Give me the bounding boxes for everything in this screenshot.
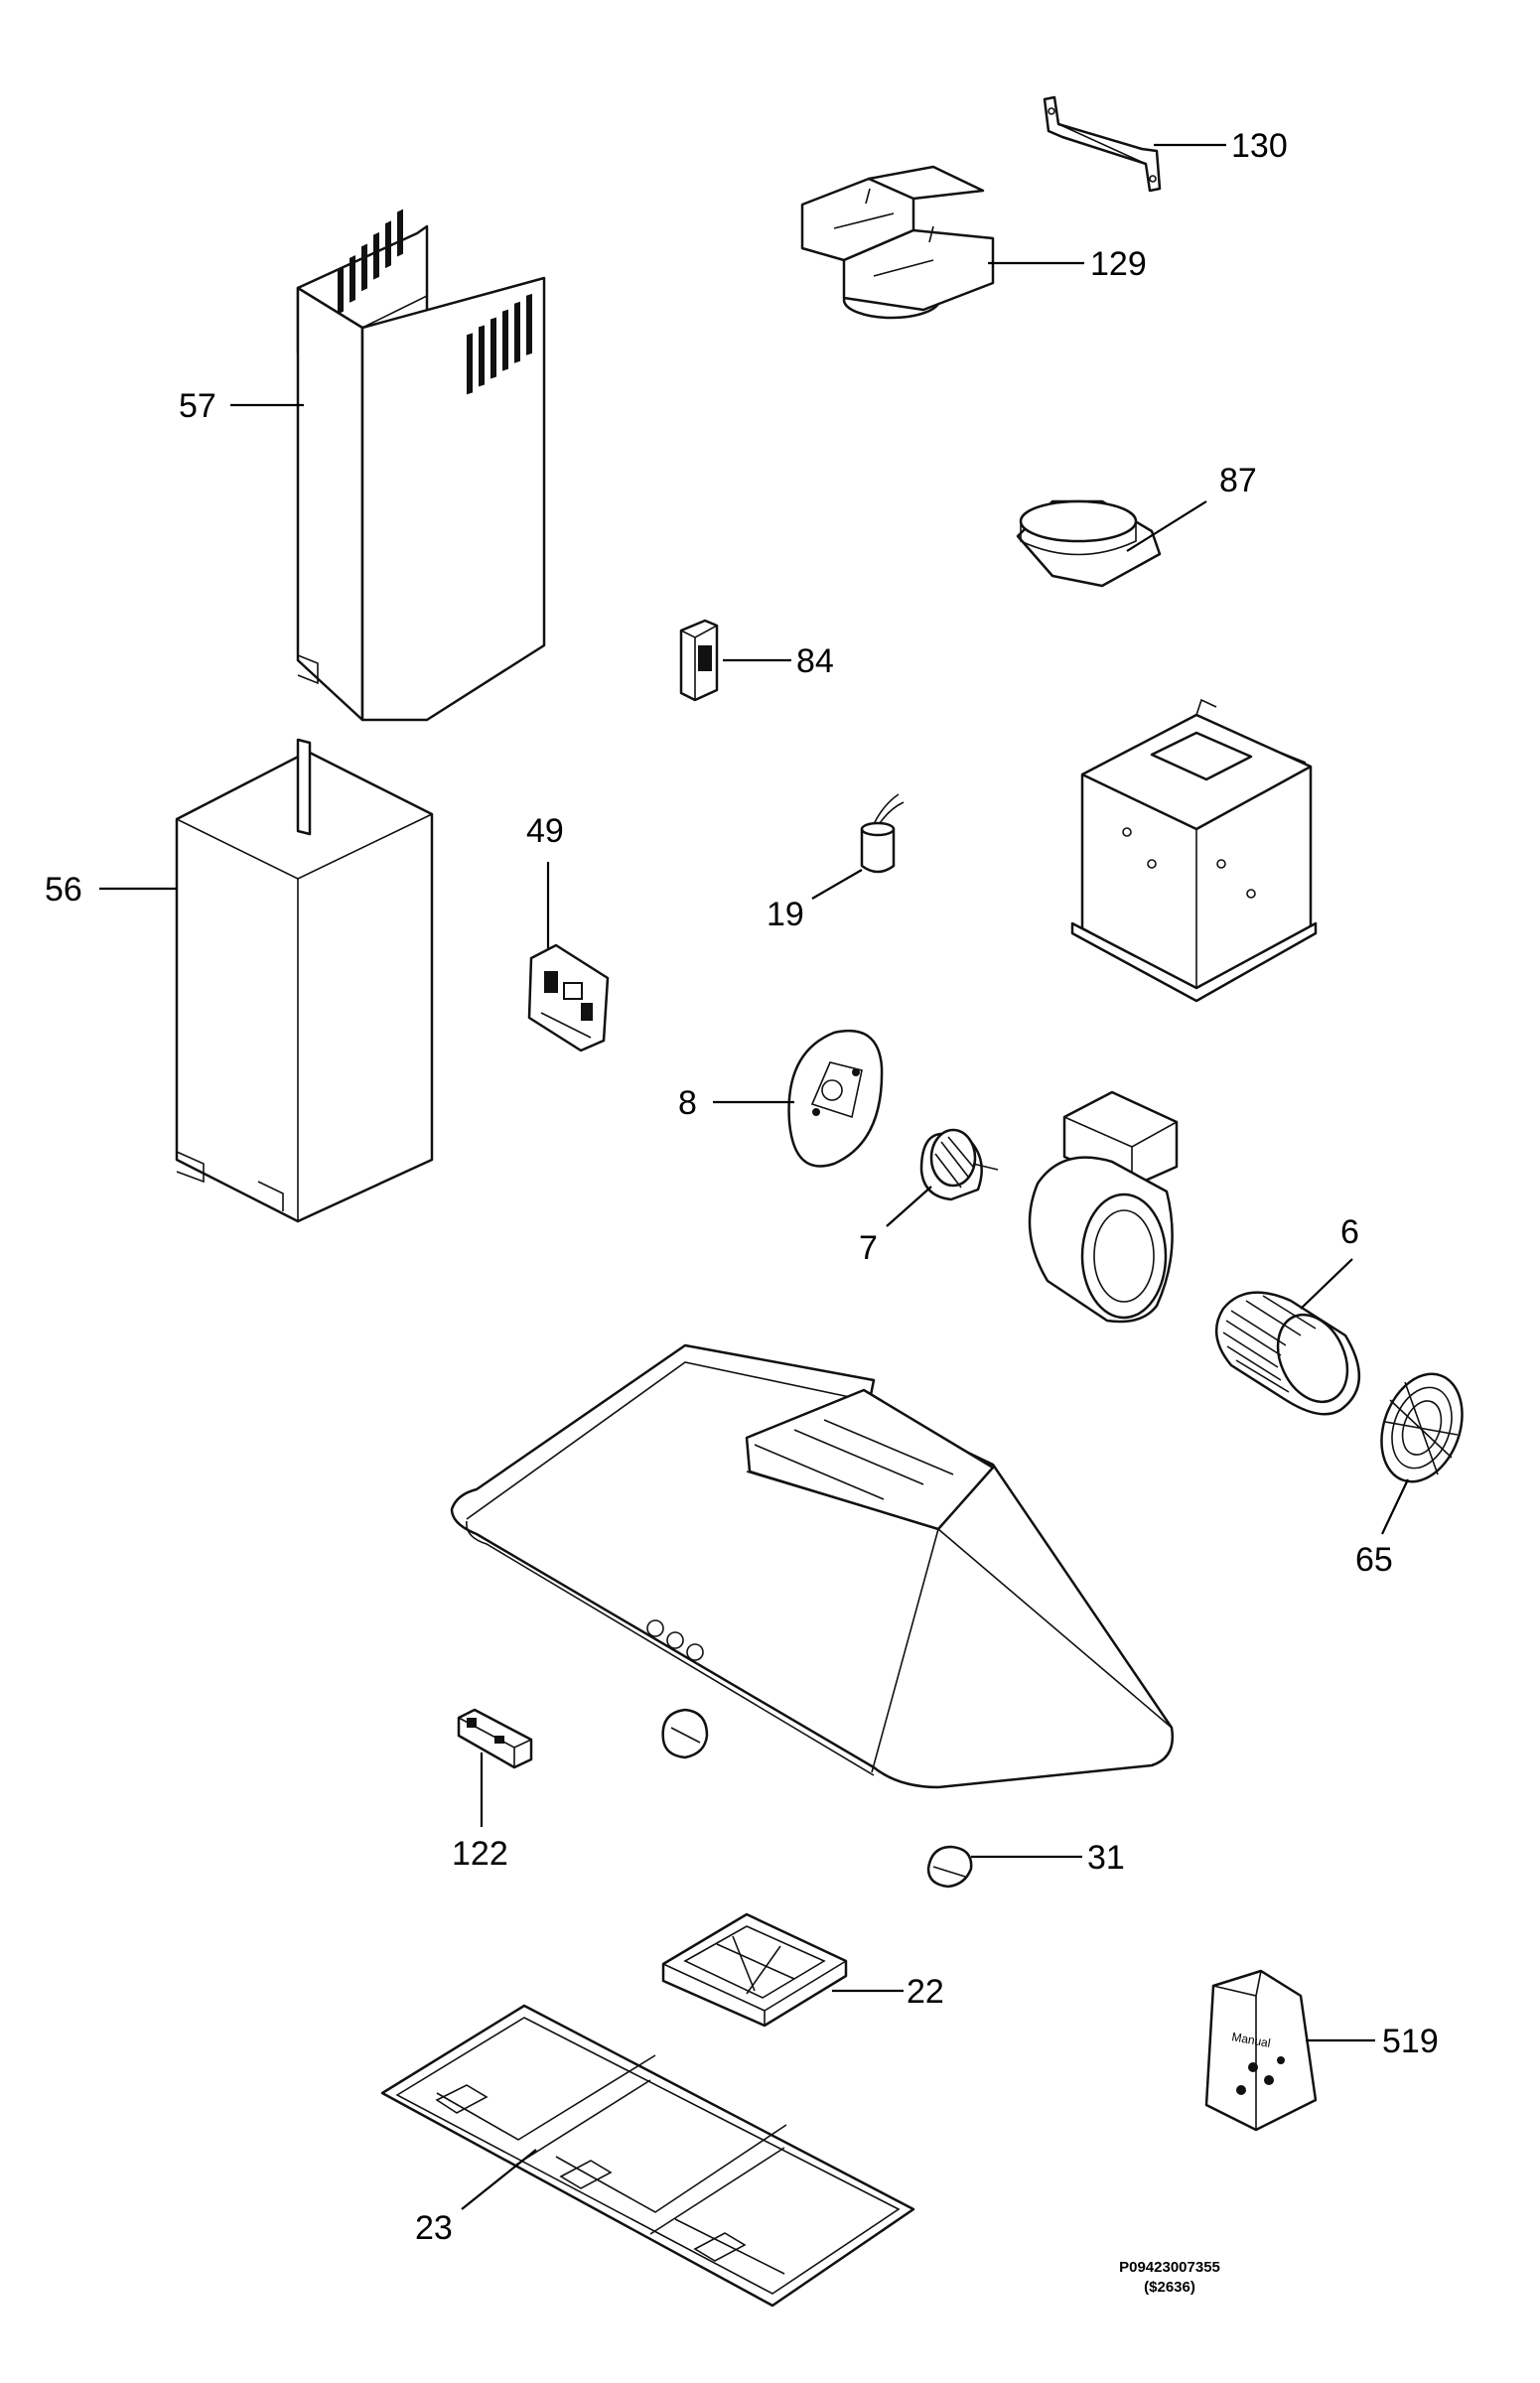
part-49-control-board	[527, 943, 610, 1052]
part-7-motor	[919, 1128, 999, 1201]
part-22-charcoal-filter	[661, 1912, 848, 2028]
label-56: 56	[45, 871, 82, 909]
label-31: 31	[1087, 1839, 1125, 1877]
label-129: 129	[1090, 245, 1147, 283]
label-57: 57	[179, 387, 216, 425]
part-65-fan-guard	[1380, 1372, 1464, 1483]
label-6: 6	[1340, 1213, 1359, 1251]
label-122: 122	[452, 1835, 508, 1873]
label-87: 87	[1219, 462, 1257, 499]
drawing-sub-code: ($2636)	[1144, 2279, 1195, 2296]
part-129-duct	[800, 165, 995, 320]
part-87-flange	[1016, 499, 1162, 588]
label-22: 22	[907, 1973, 944, 2011]
label-84: 84	[796, 642, 834, 680]
label-130: 130	[1231, 127, 1288, 165]
part-56-lower-chimney	[175, 738, 434, 1223]
manual-text: Manual	[1230, 2030, 1271, 2050]
part-130-bracket	[1043, 95, 1162, 193]
label-7: 7	[859, 1229, 878, 1267]
part-84-switch	[679, 619, 719, 702]
part-519-parts-bag: Manual	[1204, 1969, 1318, 2132]
label-49: 49	[526, 812, 564, 850]
part-6-blower-wheel	[1214, 1291, 1360, 1416]
label-519: 519	[1382, 2023, 1439, 2060]
part-hood-body	[450, 1343, 1175, 1789]
part-122-switch-bar	[457, 1708, 533, 1769]
drawing-code: P09423007355	[1119, 2259, 1220, 2276]
part-knob	[661, 1708, 709, 1759]
part-31-knob	[926, 1845, 973, 1889]
label-65: 65	[1355, 1541, 1393, 1579]
part-57-upper-chimney	[296, 209, 546, 722]
label-19: 19	[767, 896, 804, 933]
label-8: 8	[678, 1084, 697, 1122]
part-23-grease-filters	[380, 2004, 915, 2308]
part-motor-housing-box	[1070, 698, 1318, 1003]
part-19-capacitor	[860, 793, 905, 874]
part-blower-housing	[1028, 1090, 1179, 1324]
part-8-motor-plate	[787, 1030, 884, 1168]
label-23: 23	[415, 2209, 453, 2247]
